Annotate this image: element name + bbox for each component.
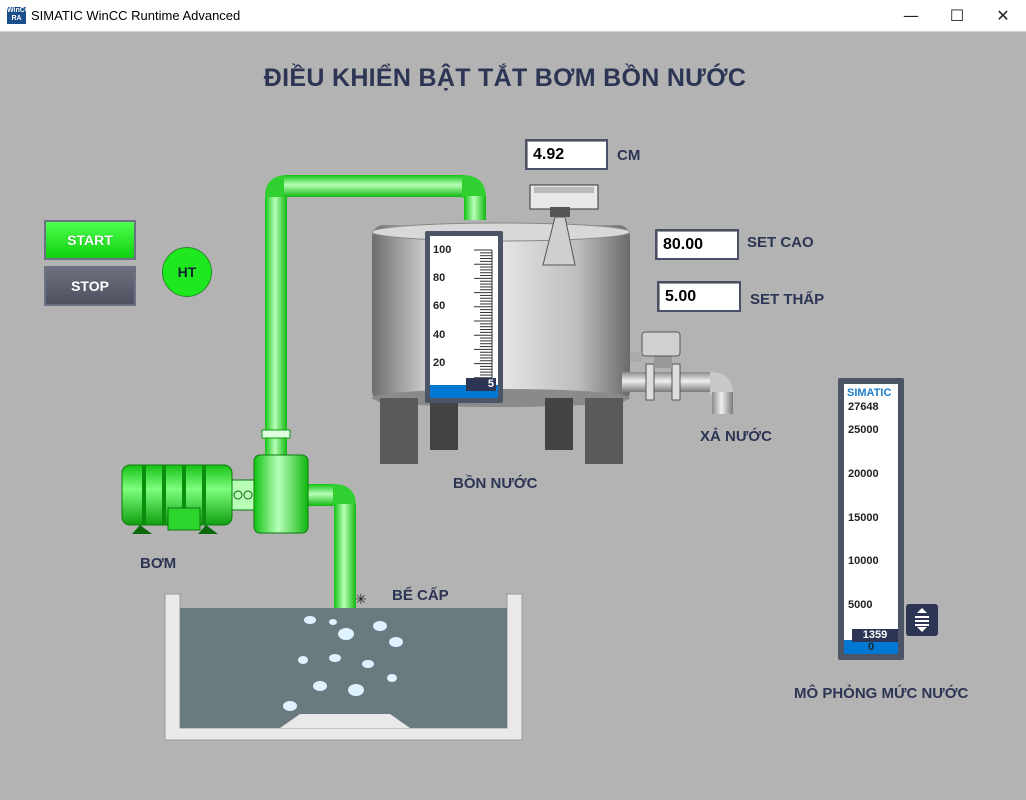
simatic-brand: SIMATIC — [847, 387, 892, 399]
bar-tick: 15000 — [848, 512, 879, 524]
minimize-button[interactable]: — — [903, 6, 919, 25]
pump-motor — [121, 454, 309, 534]
svg-text:✳: ✳ — [355, 592, 367, 608]
gauge-tick: 20 — [433, 357, 446, 369]
gauge-tick: 40 — [433, 329, 446, 341]
bar-value: 1359 — [852, 629, 898, 642]
bar-tick: 5000 — [848, 599, 873, 611]
set-high-field[interactable]: 80.00 — [655, 229, 739, 260]
drain-label: XẢ NƯỚC — [700, 428, 772, 445]
bar-tick: 20000 — [848, 468, 879, 480]
set-high-label: SET CAO — [747, 234, 814, 251]
level-value-field[interactable]: 4.92 — [525, 139, 608, 170]
pump-label: BƠM — [140, 555, 177, 572]
gauge-tick: 80 — [433, 272, 446, 284]
window-title: SIMATIC WinCC Runtime Advanced — [31, 8, 241, 23]
slider-grip-icon — [915, 608, 929, 632]
start-button[interactable]: START — [44, 220, 136, 260]
tank-label: BỒN NƯỚC — [453, 475, 538, 492]
bar-fill — [844, 640, 898, 654]
bar-tick: 10000 — [848, 555, 879, 567]
page-title: ĐIỀU KHIỂN BẬT TẮT BƠM BỒN NƯỚC — [263, 64, 747, 92]
stop-button[interactable]: STOP — [44, 266, 136, 306]
level-simulation-slider[interactable] — [906, 604, 938, 636]
level-unit-label: CM — [617, 147, 641, 164]
green-supply-pipe — [261, 175, 486, 622]
close-button[interactable]: ✕ — [996, 6, 1010, 25]
simulation-label: MÔ PHỎNG MỨC NƯỚC — [794, 685, 969, 702]
supply-basin-label: BỂ CẤP — [392, 587, 449, 604]
run-indicator-lamp: HT — [162, 247, 212, 297]
gauge-value: 5 — [466, 377, 496, 391]
wincc-app-icon: WinCC RA — [7, 7, 30, 24]
supply-basin: ✳ — [164, 592, 523, 741]
maximize-button[interactable]: ☐ — [949, 6, 965, 25]
simulation-level-bar: SIMATIC 27648 25000 20000 15000 10000 50… — [838, 378, 904, 660]
bar-zero-label: 0 — [867, 641, 875, 653]
window-titlebar: WinCC RA SIMATIC WinCC Runtime Advanced … — [0, 0, 1026, 32]
set-low-field[interactable]: 5.00 — [657, 281, 741, 312]
gauge-tick: 60 — [433, 300, 446, 312]
gauge-scale — [474, 249, 493, 393]
drain-pipe — [622, 331, 733, 414]
set-low-label: SET THẤP — [750, 291, 825, 308]
bar-tick: 27648 — [848, 401, 879, 413]
tank-level-gauge: 100 80 60 40 20 0 5 — [425, 231, 503, 403]
bar-tick: 25000 — [848, 424, 879, 436]
gauge-tick: 100 — [433, 244, 452, 256]
